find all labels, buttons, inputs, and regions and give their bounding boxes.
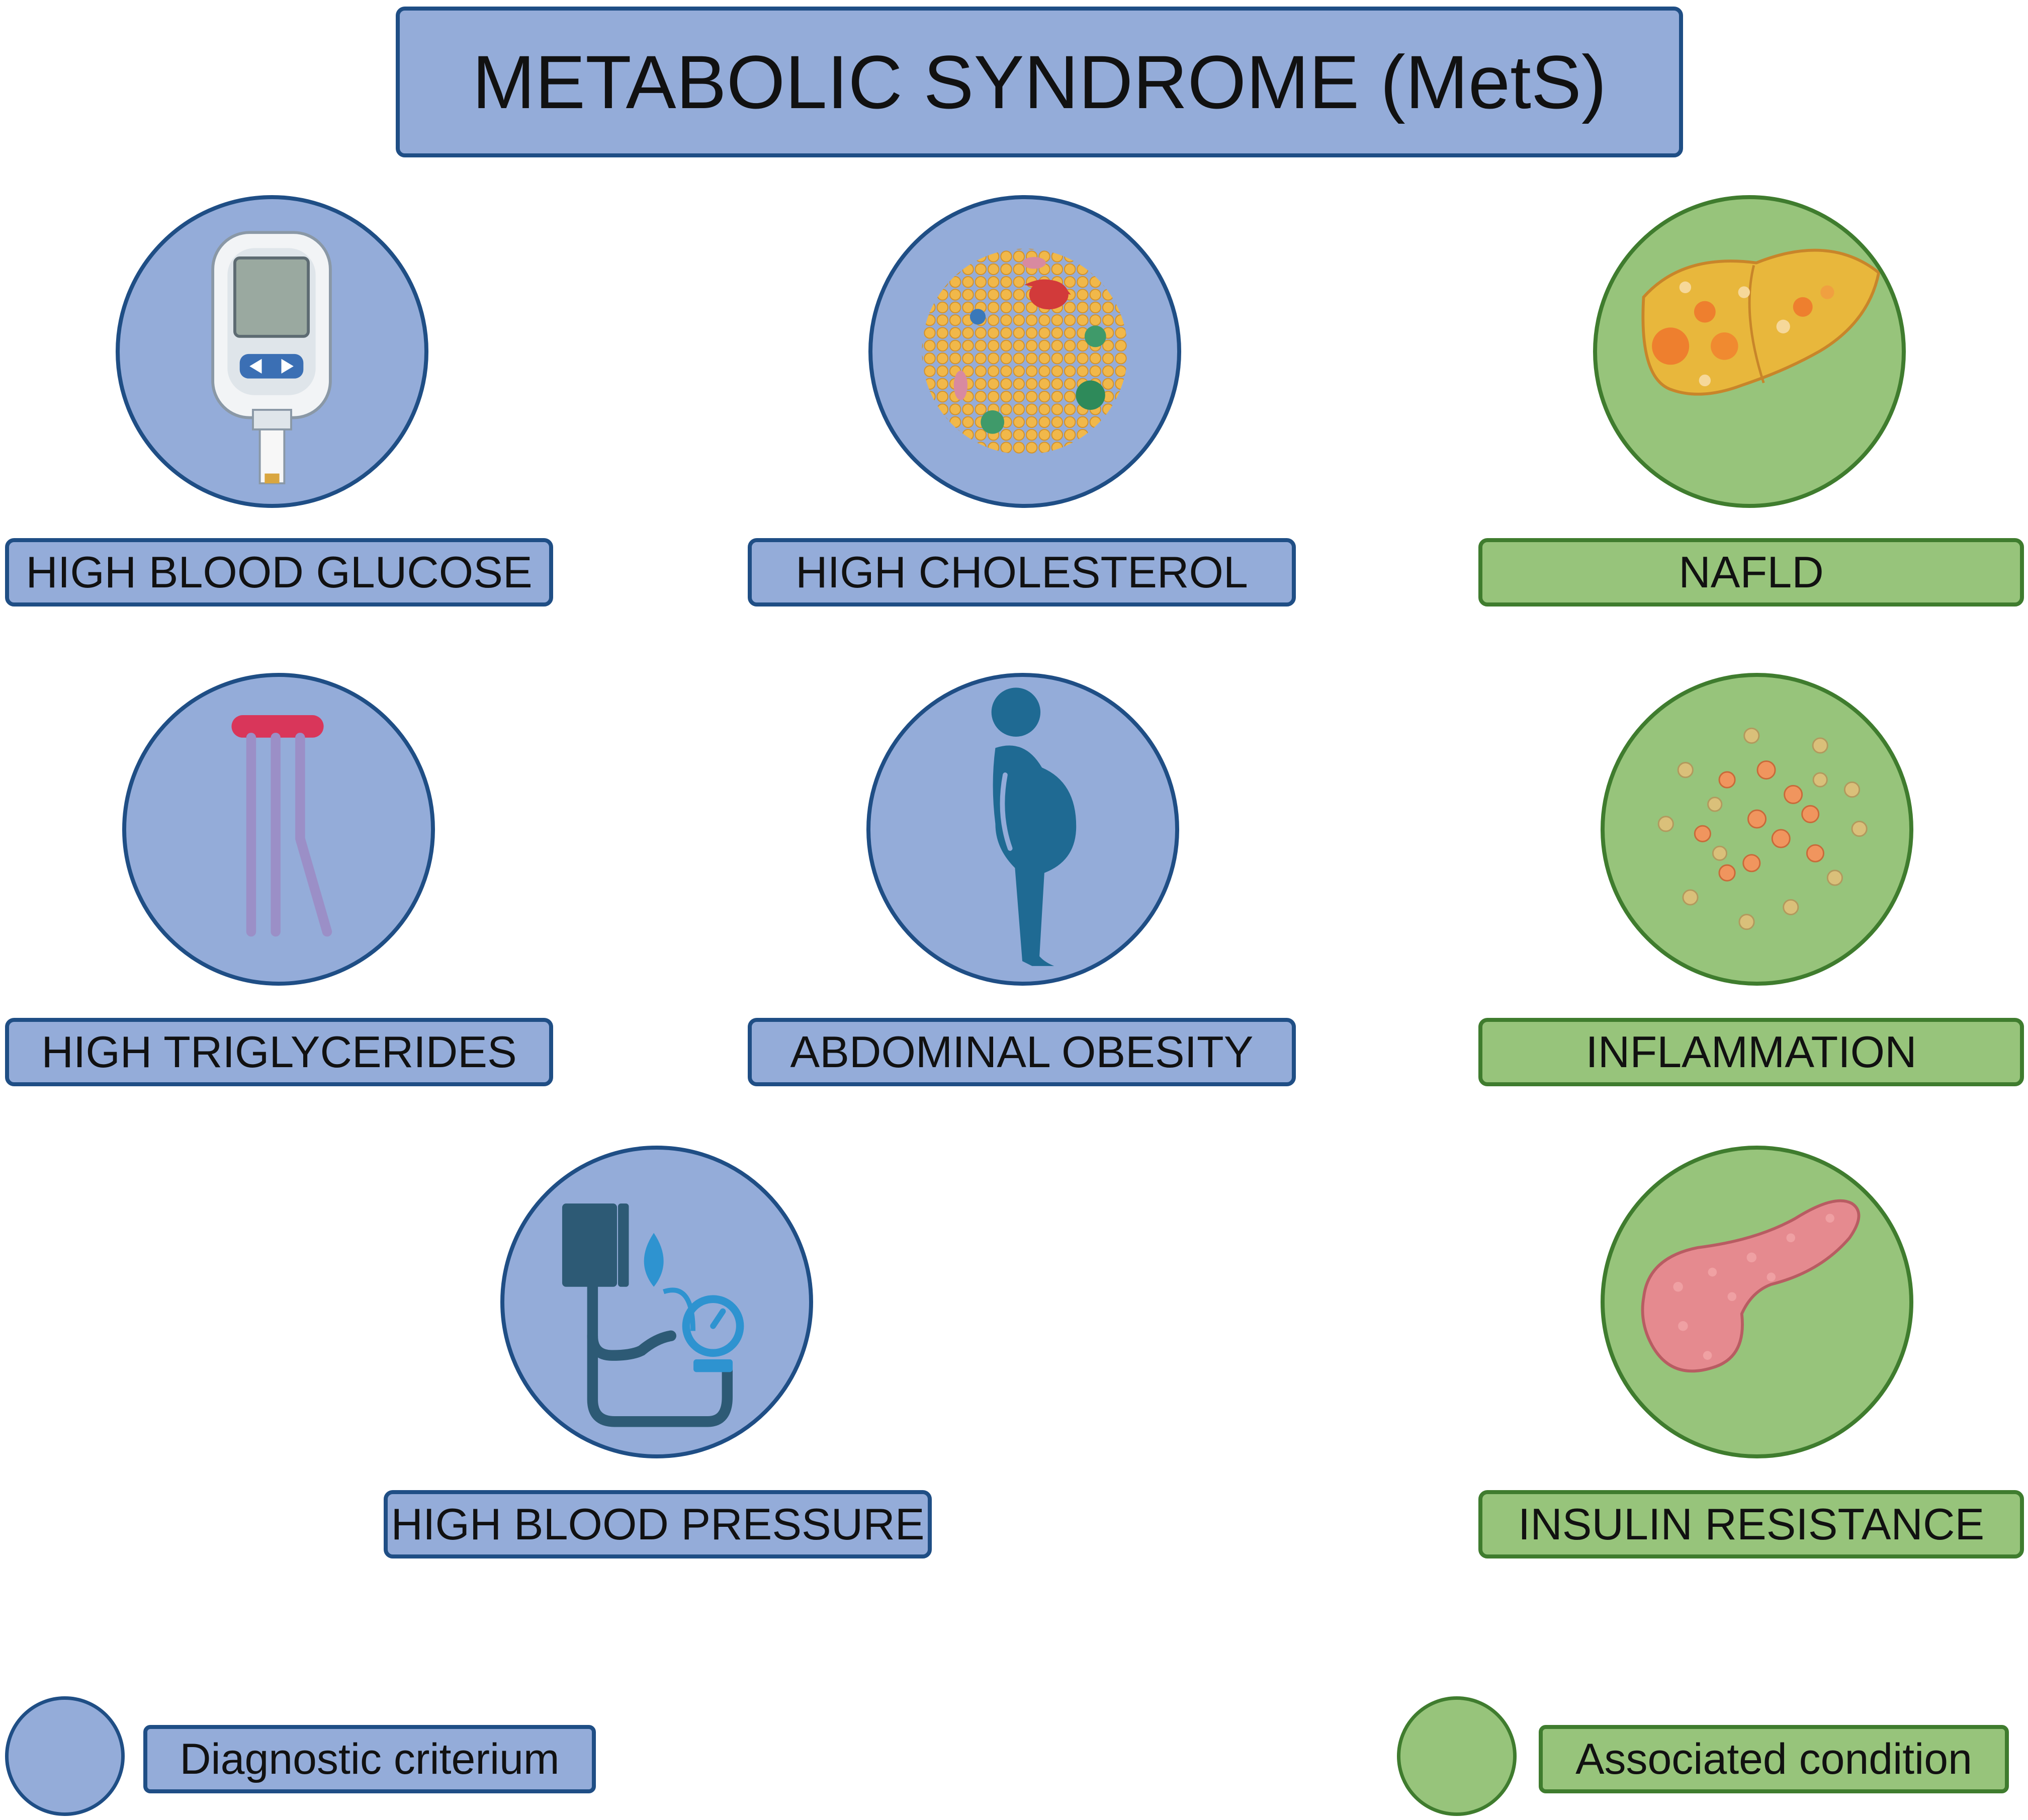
criterion-label-high-blood-pressure: HIGH BLOOD PRESSURE bbox=[384, 1490, 932, 1558]
condition-label-insulin-resistance: INSULIN RESISTANCE bbox=[1478, 1490, 2024, 1558]
blood-pressure-monitor-icon bbox=[500, 1146, 813, 1458]
criterion-label-high-triglycerides: HIGH TRIGLYCERIDES bbox=[5, 1018, 553, 1086]
legend-swatch-diagnostic bbox=[5, 1696, 125, 1816]
criterion-label-high-blood-glucose: HIGH BLOOD GLUCOSE bbox=[5, 538, 553, 606]
inflammatory-cells-icon bbox=[1601, 673, 1913, 986]
pancreas-icon bbox=[1601, 1146, 1913, 1458]
lipoprotein-particle-icon bbox=[868, 195, 1181, 508]
criterion-label-high-cholesterol: HIGH CHOLESTEROL bbox=[748, 538, 1296, 606]
legend-swatch-associated bbox=[1397, 1696, 1517, 1816]
condition-label-inflammation: INFLAMMATION bbox=[1478, 1018, 2024, 1086]
page-title: METABOLIC SYNDROME (MetS) bbox=[396, 7, 1683, 157]
triglyceride-molecule-icon bbox=[122, 673, 435, 986]
legend-label-associated: Associated condition bbox=[1539, 1725, 2009, 1793]
glucose-meter-icon bbox=[116, 195, 428, 508]
criterion-label-abdominal-obesity: ABDOMINAL OBESITY bbox=[748, 1018, 1296, 1086]
condition-label-nafld: NAFLD bbox=[1478, 538, 2024, 606]
obese-person-silhouette-icon bbox=[866, 673, 1179, 986]
legend-label-diagnostic: Diagnostic criterium bbox=[143, 1725, 596, 1793]
fatty-liver-icon bbox=[1593, 195, 1906, 508]
